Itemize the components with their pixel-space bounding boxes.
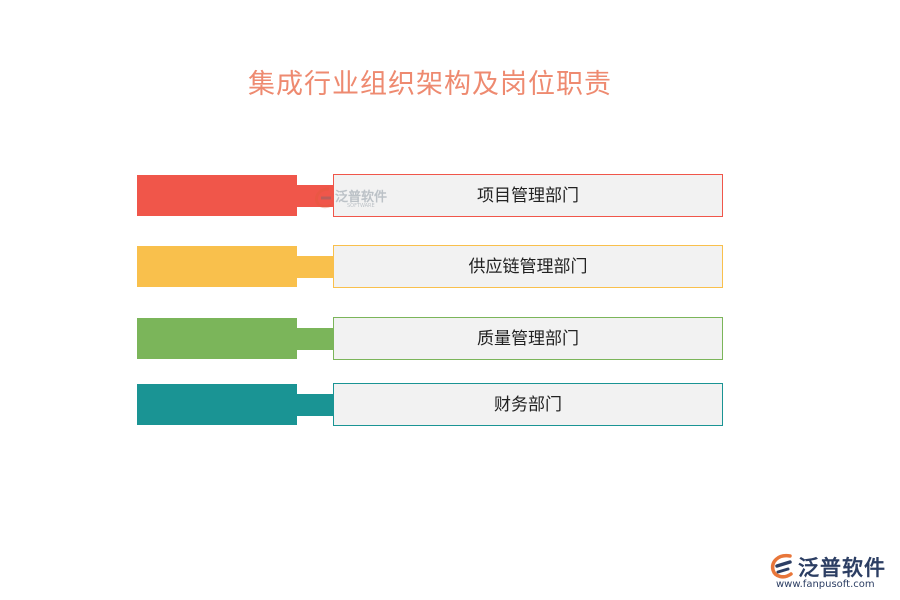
department-box: 财务部门 [333, 383, 723, 426]
arrow-shape [137, 175, 368, 216]
department-label: 供应链管理部门 [468, 257, 588, 277]
arrow-shape [137, 246, 368, 287]
department-row-finance: 财务部门 [137, 383, 723, 426]
department-label: 项目管理部门 [477, 186, 579, 206]
department-row-project: 项目管理部门 [137, 174, 723, 217]
arrow-shape [137, 318, 368, 359]
department-box: 项目管理部门 [333, 174, 723, 217]
department-label: 质量管理部门 [477, 329, 579, 349]
brand-logo: 泛普软件 www.fanpusoft.com [768, 552, 893, 596]
logo-url: www.fanpusoft.com [776, 579, 875, 590]
logo-name: 泛普软件 [798, 556, 886, 580]
department-box: 质量管理部门 [333, 317, 723, 360]
fanpu-logo-icon [770, 553, 793, 579]
page-title: 集成行业组织架构及岗位职责 [248, 69, 612, 100]
department-row-supply-chain: 供应链管理部门 [137, 245, 723, 288]
department-label: 财务部门 [494, 395, 562, 415]
department-row-quality: 质量管理部门 [137, 317, 723, 360]
arrow-shape [137, 384, 368, 425]
department-box: 供应链管理部门 [333, 245, 723, 288]
